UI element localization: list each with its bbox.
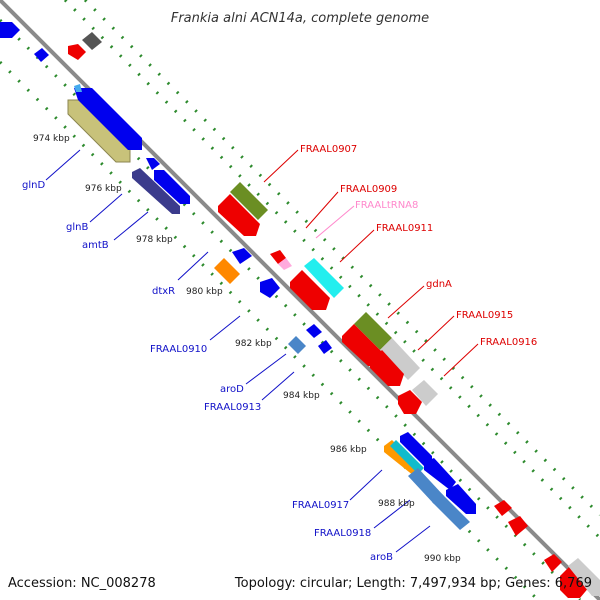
scale-label: 984 kbp: [283, 391, 320, 401]
plus-strand-genes: [68, 32, 600, 598]
scale-label: 986 kbp: [330, 445, 367, 455]
gene-arrow[interactable]: [34, 48, 49, 62]
gene-fraal0918-box[interactable]: [408, 468, 444, 504]
scale-label: 976 kbp: [85, 184, 122, 194]
scale-label: 974 kbp: [33, 134, 70, 144]
scale-label: 982 kbp: [235, 339, 272, 349]
gene-arrow[interactable]: [0, 22, 20, 38]
gene-arrow[interactable]: [306, 324, 322, 338]
gene-dtxr-box[interactable]: [214, 258, 240, 284]
gene-arrow[interactable]: [424, 458, 456, 490]
leader-line: [339, 229, 375, 263]
leader-line: [373, 499, 411, 529]
plus-strand-labels: FRAAL0907 FRAAL0909 FRAALtRNA8 FRAAL0911…: [300, 144, 537, 348]
gene-fraal0909-arrow[interactable]: [218, 194, 260, 236]
leader-line: [315, 205, 355, 239]
gene-label-fraal0910[interactable]: FRAAL0910: [150, 344, 207, 355]
gene-label-fraal0907[interactable]: FRAAL0907: [300, 144, 357, 155]
gene-label-fraal0911[interactable]: FRAAL0911: [376, 223, 433, 234]
plus-label-leaders: [263, 149, 479, 377]
gene-arrow[interactable]: [398, 390, 422, 414]
gene-fraal0915-arrow[interactable]: [342, 324, 384, 366]
gene-arrow[interactable]: [508, 516, 528, 536]
gene-label-gdna[interactable]: gdnA: [426, 279, 452, 290]
gene-arrow[interactable]: [446, 484, 476, 514]
gene-label-arod[interactable]: aroD: [220, 384, 244, 395]
gene-fraal0911-arrow[interactable]: [290, 270, 330, 310]
scale-labels: 974 kbp 976 kbp 978 kbp 980 kbp 982 kbp …: [33, 134, 461, 564]
scale-label: 980 kbp: [186, 287, 223, 297]
gene-amtb-box[interactable]: [132, 168, 180, 214]
leader-line: [417, 315, 455, 351]
gene-trna-arrow[interactable]: [270, 250, 286, 264]
minus-strand-genes: [0, 22, 476, 530]
leader-line: [263, 149, 299, 183]
gene-arrow[interactable]: [232, 248, 252, 264]
scale-label: 990 kbp: [424, 554, 461, 564]
leader-line: [443, 343, 479, 377]
leader-line: [305, 191, 339, 229]
gene-trna-arrow[interactable]: [278, 258, 292, 270]
scale-label: 978 kbp: [136, 235, 173, 245]
gene-label-arob[interactable]: aroB: [370, 552, 393, 563]
gene-label-fraaltrna8[interactable]: FRAALtRNA8: [355, 200, 418, 211]
gene-arod-box[interactable]: [288, 336, 306, 354]
gene-label-amtb[interactable]: amtB: [82, 240, 109, 251]
gene-fraal0916-arrow[interactable]: [370, 350, 404, 386]
leader-line: [261, 371, 295, 401]
gene-arrow[interactable]: [544, 554, 562, 572]
gene-arrow[interactable]: [74, 88, 142, 150]
gene-arrow[interactable]: [154, 170, 190, 204]
gene-fraal0907-box[interactable]: [230, 182, 268, 220]
gene-arrow[interactable]: [74, 84, 82, 92]
leader-line: [209, 315, 241, 341]
gene-arrow[interactable]: [318, 340, 332, 354]
gene-label-fraal0917[interactable]: FRAAL0917: [292, 500, 349, 511]
minus-label-leaders: [45, 149, 431, 553]
leader-line: [89, 193, 123, 223]
gene-label-glnd[interactable]: glnD: [22, 180, 45, 191]
topology-text: Topology: circular; Length: 7,497,934 bp…: [234, 576, 592, 591]
gene-arrow[interactable]: [400, 432, 432, 466]
gene-label-fraal0909[interactable]: FRAAL0909: [340, 184, 397, 195]
leader-line: [349, 469, 383, 501]
gene-box[interactable]: [82, 32, 102, 50]
leader-line: [177, 251, 209, 281]
gene-arrow[interactable]: [68, 44, 86, 60]
gene-fraal0916-box[interactable]: [412, 380, 438, 406]
gene-fraal0915-box[interactable]: [380, 338, 420, 380]
gene-label-fraal0913[interactable]: FRAAL0913: [204, 402, 261, 413]
gene-label-fraal0915[interactable]: FRAAL0915: [456, 310, 513, 321]
leader-line: [395, 525, 431, 553]
gene-arrow[interactable]: [494, 500, 512, 516]
gene-arrow[interactable]: [146, 158, 160, 170]
gene-label-glnb[interactable]: glnB: [66, 222, 88, 233]
gene-fraal0917-box[interactable]: [390, 440, 424, 474]
gene-gdna-box[interactable]: [354, 312, 392, 350]
gene-label-dtxr[interactable]: dtxR: [152, 286, 175, 297]
dotted-guide-line: [83, 0, 600, 517]
minus-strand-labels: glnD glnB amtB dtxR FRAAL0910 aroD FRAAL…: [22, 180, 393, 563]
scale-label: 988 kbp: [378, 499, 415, 509]
gene-arob-box[interactable]: [432, 494, 470, 530]
gene-label-fraal0918[interactable]: FRAAL0918: [314, 528, 371, 539]
dotted-guide-line: [63, 0, 600, 540]
accession-text: Accession: NC_008278: [8, 576, 156, 591]
gene-fraal0911-box[interactable]: [304, 258, 344, 298]
leader-line: [45, 149, 81, 181]
gene-arrow[interactable]: [260, 278, 280, 298]
gene-box[interactable]: [568, 558, 600, 596]
gene-label-fraal0916[interactable]: FRAAL0916: [480, 337, 537, 348]
map-title: Frankia alni ACN14a, complete genome: [171, 11, 429, 26]
leader-line: [113, 211, 149, 241]
gene-arrow[interactable]: [560, 566, 590, 598]
leader-line: [387, 285, 425, 319]
leader-line: [245, 353, 287, 385]
